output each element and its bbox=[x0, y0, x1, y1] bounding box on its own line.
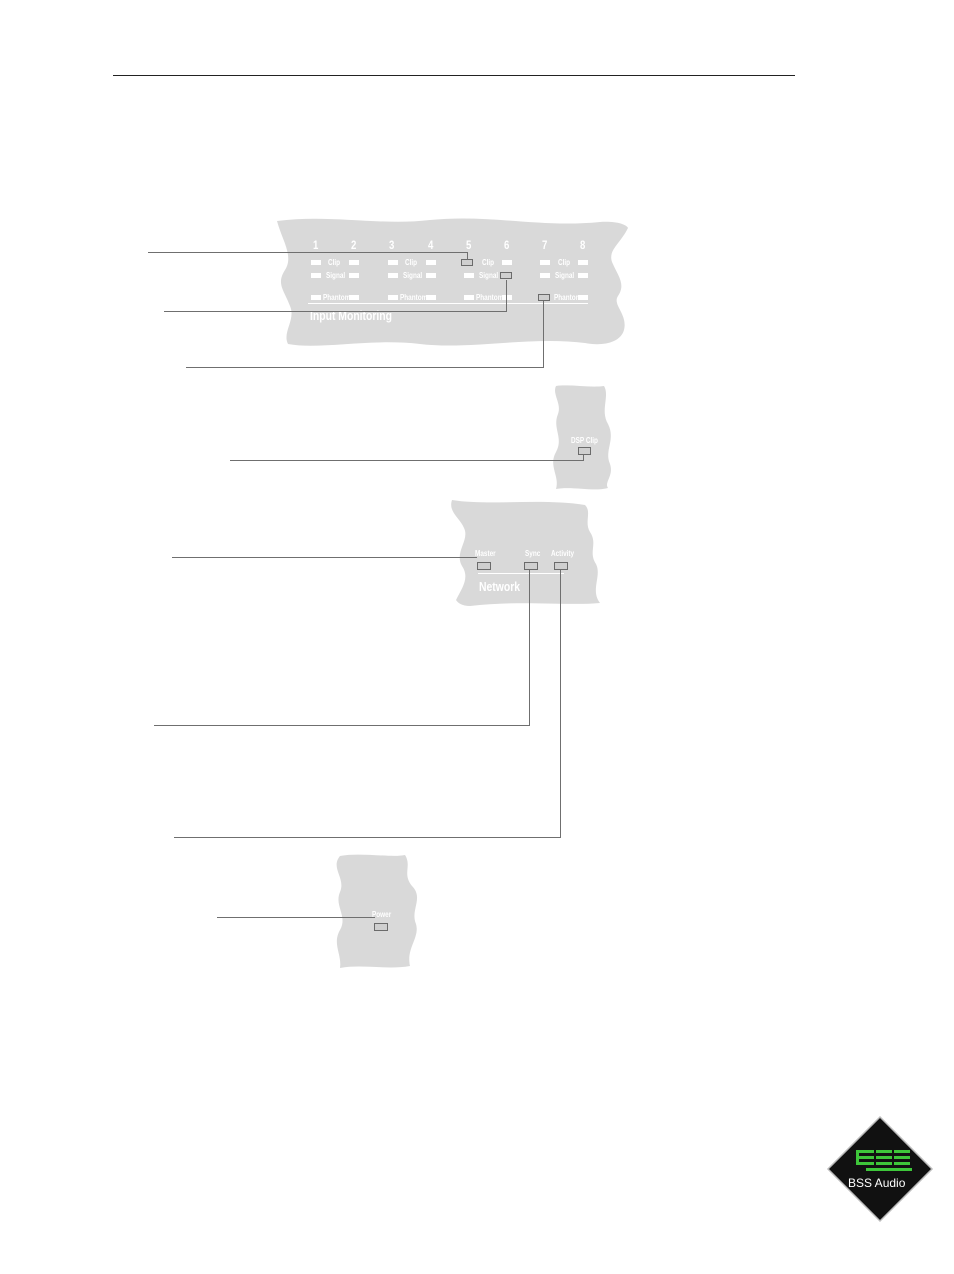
leader-line-clip bbox=[148, 252, 468, 253]
clip-led bbox=[311, 260, 321, 265]
clip-led bbox=[388, 260, 398, 265]
signal-label: Signal bbox=[326, 271, 346, 280]
master-label: Master bbox=[475, 549, 496, 558]
leader-line-sync bbox=[154, 725, 530, 726]
signal-label: Signal bbox=[403, 271, 423, 280]
channel-number-3: 3 bbox=[389, 238, 395, 252]
leader-line-power bbox=[217, 917, 375, 918]
signal-led bbox=[578, 273, 588, 278]
channel-number-7: 7 bbox=[542, 238, 548, 252]
sync-led-highlighted bbox=[524, 562, 538, 570]
channel-number-5: 5 bbox=[466, 238, 472, 252]
sync-label: Sync bbox=[525, 549, 541, 558]
clip-led-highlighted bbox=[461, 259, 473, 266]
clip-label: Clip bbox=[558, 258, 571, 267]
clip-led bbox=[349, 260, 359, 265]
channel-number-2: 2 bbox=[351, 238, 357, 252]
input-panel-divider bbox=[308, 303, 588, 304]
activity-led-highlighted bbox=[554, 562, 568, 570]
leader-line-activity-vertical bbox=[560, 570, 561, 838]
power-panel-shape bbox=[336, 854, 418, 968]
leader-line-signal-vertical bbox=[506, 280, 507, 312]
master-led-highlighted bbox=[477, 562, 491, 570]
signal-led bbox=[388, 273, 398, 278]
leader-line-signal bbox=[164, 311, 507, 312]
channel-number-8: 8 bbox=[580, 238, 586, 252]
leader-line-phantom-vertical bbox=[543, 301, 544, 368]
network-panel-divider bbox=[478, 573, 564, 574]
signal-led bbox=[540, 273, 550, 278]
leader-line-dsp-clip bbox=[230, 460, 584, 461]
power-led-highlighted bbox=[374, 923, 388, 931]
input-panel-shape bbox=[277, 218, 628, 346]
phantom-led bbox=[388, 295, 398, 300]
phantom-led bbox=[502, 295, 512, 300]
dsp-clip-label: DSP Clip bbox=[571, 436, 598, 445]
phantom-led bbox=[578, 295, 588, 300]
phantom-label: Phantom bbox=[400, 293, 428, 302]
clip-label: Clip bbox=[405, 258, 418, 267]
signal-led-highlighted bbox=[500, 272, 512, 279]
leader-line-dsp-clip-tick bbox=[583, 455, 584, 461]
leader-line-activity bbox=[174, 837, 561, 838]
bss-logo-mark bbox=[826, 1115, 934, 1223]
phantom-led bbox=[426, 295, 436, 300]
signal-label: Signal bbox=[555, 271, 575, 280]
channel-number-4: 4 bbox=[428, 238, 434, 252]
channel-number-1: 1 bbox=[313, 238, 319, 252]
dsp-clip-led-highlighted bbox=[578, 447, 591, 455]
signal-led bbox=[349, 273, 359, 278]
network-panel-shape bbox=[451, 500, 600, 606]
clip-led bbox=[578, 260, 588, 265]
signal-led bbox=[426, 273, 436, 278]
network-title: Network bbox=[479, 579, 521, 594]
clip-led bbox=[502, 260, 512, 265]
logo-brand-text: BSS Audio bbox=[848, 1176, 906, 1190]
phantom-led bbox=[311, 295, 321, 300]
dsp-panel-shape bbox=[553, 385, 611, 490]
leader-line-clip-tick bbox=[467, 252, 468, 260]
clip-led bbox=[540, 260, 550, 265]
clip-label: Clip bbox=[482, 258, 495, 267]
signal-led bbox=[464, 273, 474, 278]
phantom-led bbox=[464, 295, 474, 300]
leader-line-phantom bbox=[186, 367, 544, 368]
leader-line-sync-vertical bbox=[529, 570, 530, 726]
phantom-label: Phantom bbox=[476, 293, 504, 302]
bss-audio-logo: BSS Audio bbox=[826, 1115, 934, 1223]
power-label: Power bbox=[372, 910, 392, 919]
signal-led bbox=[311, 273, 321, 278]
clip-led bbox=[426, 260, 436, 265]
phantom-label: Phantom bbox=[554, 293, 582, 302]
activity-label: Activity bbox=[551, 549, 575, 558]
header-rule bbox=[113, 75, 795, 76]
signal-label: Signal bbox=[479, 271, 499, 280]
phantom-led-highlighted bbox=[538, 294, 550, 301]
leader-line-master bbox=[172, 557, 477, 558]
channel-number-6: 6 bbox=[504, 238, 510, 252]
phantom-led bbox=[349, 295, 359, 300]
phantom-label: Phantom bbox=[323, 293, 351, 302]
clip-label: Clip bbox=[328, 258, 341, 267]
